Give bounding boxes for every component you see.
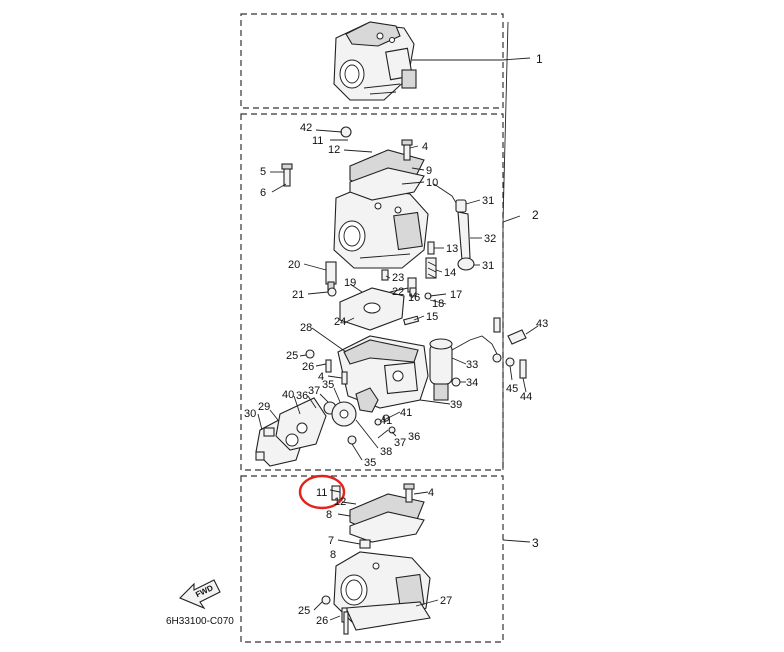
leaders-box-2: [257, 21, 539, 470]
part-number-23: 23: [392, 272, 404, 284]
carburetor-body-upper: [333, 187, 429, 269]
part-number-29: 29: [258, 401, 270, 413]
part-number-20: 20: [288, 259, 300, 271]
highlight-circle: [298, 474, 346, 510]
electric-choke: [429, 317, 502, 401]
part-number-43: 43: [536, 318, 548, 330]
screw-44: [519, 359, 527, 379]
part-number-41-lower: 41: [380, 415, 392, 427]
part-number-26-kit: 26: [316, 615, 328, 627]
kit-gasket: [349, 511, 425, 543]
kit-screw-head: [403, 483, 415, 490]
part-number-45: 45: [506, 383, 518, 395]
part-number-17: 17: [450, 289, 462, 301]
part-number-37-lower: 37: [394, 437, 406, 449]
fwd-arrow: FWD: [179, 579, 221, 610]
screw-4: [341, 371, 348, 385]
part-number-39: 39: [450, 399, 462, 411]
part-number-26: 26: [302, 361, 314, 373]
part-number-19: 19: [344, 277, 356, 289]
part-number-36-lower: 36: [408, 431, 420, 443]
part-number-27: 27: [440, 595, 452, 607]
screw-34: [451, 377, 461, 387]
part-number-33: 33: [466, 359, 478, 371]
top-cover-gasket: [349, 167, 425, 201]
float-chamber: [337, 335, 429, 409]
part-number-31-bottom: 31: [482, 260, 494, 272]
float-hole: [363, 302, 381, 314]
part-number-18: 18: [432, 298, 444, 310]
drawing-code: 6H33100-C070: [166, 616, 234, 627]
leader-1: [412, 57, 531, 61]
screw-25: [305, 349, 315, 359]
kit-screw-25: [321, 595, 331, 605]
part-number-37-upper: 37: [308, 385, 320, 397]
part-number-21: 21: [292, 289, 304, 301]
part-number-6: 6: [260, 187, 266, 199]
part-number-1: 1: [536, 52, 543, 66]
part-number-44: 44: [520, 391, 532, 403]
group-box-assembly: [240, 13, 504, 109]
wire-clip: [507, 329, 527, 345]
part-number-8: 8: [326, 509, 332, 521]
part-number-12-kit: 12: [334, 496, 346, 508]
part-number-42: 42: [300, 122, 312, 134]
kit-part-7: [359, 539, 371, 549]
hose-clamp-upper: [455, 199, 467, 213]
part-number-25-kit: 25: [298, 605, 310, 617]
part-number-36-upper: 36: [296, 390, 308, 402]
pump-assembly: [255, 387, 396, 467]
kit-screw-4: [405, 487, 413, 503]
part-number-12: 12: [328, 144, 340, 156]
jets-and-springs: [325, 241, 437, 300]
part-number-24: 24: [334, 316, 346, 328]
part-number-11: 11: [312, 135, 323, 147]
part-number-3: 3: [532, 536, 539, 550]
part-number-4-middle: 4: [318, 371, 324, 383]
part-number-41-upper: 41: [400, 407, 412, 419]
kit-screw-4-lower: [343, 611, 349, 635]
part-number-4-kit: 4: [428, 487, 434, 499]
carburetor-assembly-illustration: [333, 21, 417, 101]
part-number-5: 5: [260, 166, 266, 178]
part-number-11-kit: 11: [316, 487, 327, 499]
part-number-34: 34: [466, 377, 478, 389]
part-number-15: 15: [426, 311, 438, 323]
part-number-2: 2: [532, 208, 539, 222]
carburetor-body-lower: [333, 551, 431, 631]
part-number-35-upper: 35: [322, 379, 334, 391]
hose-clamp-lower: [457, 257, 475, 271]
part-number-7: 7: [328, 535, 334, 547]
part-number-31-top: 31: [482, 195, 494, 207]
screw-26: [325, 359, 332, 373]
part-number-40: 40: [282, 389, 294, 401]
part-number-32: 32: [484, 233, 496, 245]
washer-45: [505, 357, 515, 367]
group-box-kit: [240, 475, 504, 643]
part-number-35-lower: 35: [364, 457, 376, 469]
part-number-10: 10: [426, 177, 438, 189]
leaders-box-3: [313, 489, 531, 621]
part-number-4-top: 4: [422, 141, 428, 153]
hose: [457, 211, 471, 261]
part-number-38: 38: [380, 446, 392, 458]
part-number-28: 28: [300, 322, 312, 334]
part-number-25: 25: [286, 350, 298, 362]
part-number-8-kit: 8: [330, 549, 336, 561]
part-number-22: 22: [392, 286, 404, 298]
part-number-13: 13: [446, 243, 458, 255]
part-number-14: 14: [444, 267, 456, 279]
part-number-30: 30: [244, 408, 256, 420]
kit-screw-11: [331, 485, 341, 501]
part-number-9: 9: [426, 165, 432, 177]
part-number-16: 16: [408, 292, 420, 304]
float-pin: [403, 315, 420, 326]
